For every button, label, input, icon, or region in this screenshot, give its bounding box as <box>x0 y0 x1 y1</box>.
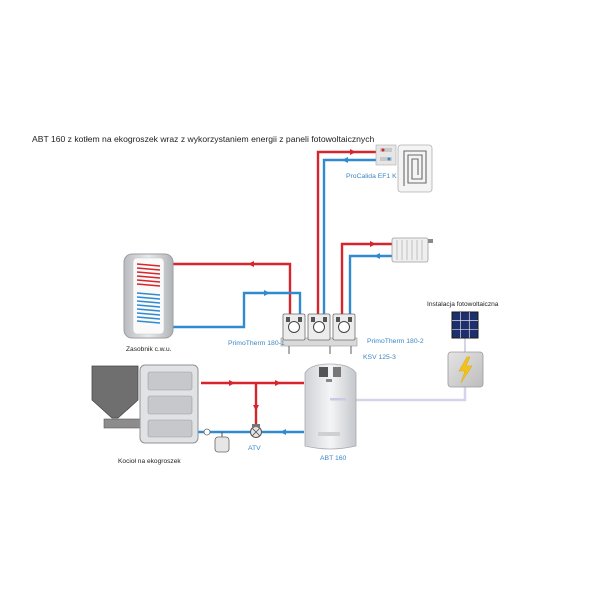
tank-label: Zasobnik c.w.u. <box>126 346 172 353</box>
boiler-return-arrow <box>280 429 286 435</box>
floor-heating-label: ProCalida EF1 K <box>346 173 397 180</box>
inverter-box <box>447 351 484 388</box>
atv-valve <box>250 424 262 438</box>
boiler-bypass-arrow <box>253 405 259 411</box>
pv-label: Instalacja fotowoltaiczna <box>427 301 499 308</box>
floor-heating-coil-icon <box>403 150 427 186</box>
primotherm-module-1 <box>282 313 306 341</box>
primotherm-2-label: PrimoTherm 180-2 <box>367 338 424 345</box>
abt-160-unit <box>304 363 357 450</box>
floor-return-pipe <box>322 158 376 318</box>
primotherm-module-3 <box>332 313 356 341</box>
expansion-vessel <box>203 428 230 453</box>
boiler-supply-arrow-2 <box>275 380 281 386</box>
pellet-boiler <box>91 364 199 444</box>
tank-return-arrow <box>264 290 270 296</box>
lightning-bolt-icon <box>458 356 473 384</box>
ksv-label: KSV 125-3 <box>363 354 396 361</box>
tank-upper-coil <box>136 263 161 287</box>
solar-panel-icon <box>451 311 479 339</box>
abt-label: ABT 160 <box>320 455 347 462</box>
radiator-icon <box>391 237 433 263</box>
storage-tank <box>123 253 174 339</box>
floor-supply-pipe <box>316 150 376 318</box>
floor-return-arrow <box>342 157 348 163</box>
radiator-return-arrow <box>374 253 380 259</box>
floor-heating-unit <box>375 144 433 193</box>
diagram-title: ABT 160 z kotłem na ekogroszek wraz z wy… <box>32 134 375 144</box>
boiler-supply-arrow-1 <box>229 380 235 386</box>
tank-supply-arrow <box>248 261 254 267</box>
floor-supply-arrow <box>350 149 356 155</box>
boiler-label: Kocioł na ekogroszek <box>118 458 181 465</box>
tank-return-pipe <box>170 291 302 329</box>
tank-supply-pipe <box>170 262 292 318</box>
radiator-supply-arrow <box>370 241 376 247</box>
primotherm-modules <box>280 313 358 354</box>
radiator-return-pipe <box>348 254 394 318</box>
primotherm-1-label: PrimoTherm 180-1 <box>228 340 285 347</box>
tank-lower-coil <box>136 292 161 324</box>
fuel-hopper <box>91 365 139 419</box>
atv-label: ATV <box>248 445 261 452</box>
pv-cable <box>346 387 467 402</box>
primotherm-module-2 <box>307 313 331 341</box>
